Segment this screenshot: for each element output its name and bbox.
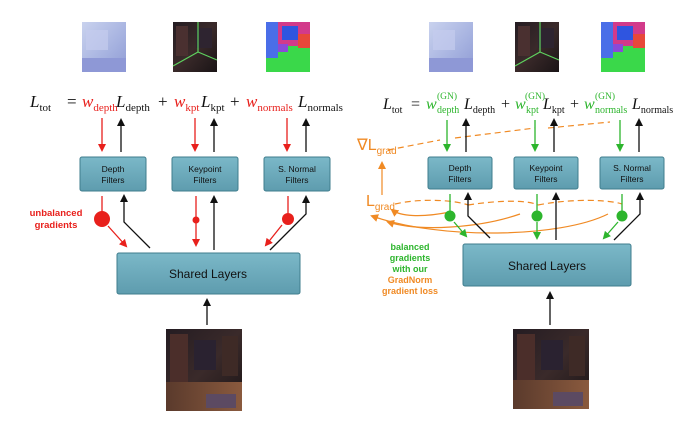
svg-text:Depth: Depth: [102, 164, 125, 174]
svg-text:=: =: [67, 92, 77, 111]
keypoint-map-image: [172, 22, 218, 72]
svg-text:Keypoint: Keypoint: [188, 164, 222, 174]
svg-text:S. Normal: S. Normal: [278, 164, 316, 174]
svg-text:Lnormals: Lnormals: [631, 96, 673, 116]
svg-text:Lkpt: Lkpt: [200, 92, 225, 114]
left-panel: Ltot = wdepth Ldepth + wkpt Lkpt + wnorm…: [29, 22, 343, 411]
grad-loss-gradient-label: ∇Lgrad: [356, 137, 397, 157]
right-surface-normals-image: [601, 22, 645, 72]
svg-text:Ldepth: Ldepth: [115, 92, 150, 114]
gradnorm-loss-connections: [370, 121, 623, 234]
right-keypoint-map-image: [514, 22, 560, 72]
right-shared-layers-box: Shared Layers: [462, 243, 632, 287]
right-depth-map-image: [429, 22, 473, 72]
left-upper-arrows: [98, 118, 310, 152]
svg-text:w: w: [515, 96, 526, 113]
svg-text:+: +: [230, 92, 240, 111]
svg-text:Shared Layers: Shared Layers: [169, 267, 247, 281]
svg-text:Ldepth: Ldepth: [463, 96, 495, 116]
right-lower-arrows: [444, 192, 644, 241]
svg-text:gradients: gradients: [390, 253, 431, 263]
svg-text:(GN): (GN): [437, 91, 457, 102]
svg-text:Filters: Filters: [448, 174, 471, 184]
svg-text:(GN): (GN): [595, 91, 615, 102]
svg-text:gradient loss: gradient loss: [382, 286, 438, 296]
svg-text:S. Normal: S. Normal: [613, 163, 651, 173]
svg-text:gradients: gradients: [35, 220, 78, 231]
svg-text:balanced: balanced: [390, 242, 429, 252]
left-input-image: [166, 329, 242, 411]
svg-text:Depth: Depth: [449, 163, 472, 173]
left-shared-layers-box: Shared Layers: [116, 252, 301, 295]
left-lower-arrows: [94, 194, 310, 251]
svg-text:+: +: [501, 96, 510, 113]
svg-text:+: +: [570, 96, 579, 113]
svg-text:unbalanced: unbalanced: [30, 208, 83, 219]
svg-text:∇Lgrad: ∇Lgrad: [356, 137, 397, 157]
right-input-image: [513, 329, 589, 409]
depth-map-image: [82, 22, 126, 72]
svg-text:w: w: [426, 96, 437, 113]
svg-text:Lgrad: Lgrad: [366, 193, 395, 213]
svg-text:Lkpt: Lkpt: [542, 96, 565, 116]
svg-text:Shared Layers: Shared Layers: [508, 259, 586, 273]
balanced-gradient-dot: [616, 210, 628, 222]
svg-text:kpt: kpt: [526, 105, 539, 116]
svg-text:Filters: Filters: [101, 175, 124, 185]
right-depth-filters-box: Depth Filters: [427, 156, 493, 190]
balanced-gradient-dot: [444, 210, 456, 222]
svg-text:w: w: [584, 96, 595, 113]
right-keypoint-filters-box: Keypoint Filters: [513, 156, 579, 190]
svg-text:Filters: Filters: [620, 174, 643, 184]
svg-text:wkpt: wkpt: [174, 92, 199, 114]
left-keypoint-filters-box: Keypoint Filters: [171, 156, 239, 192]
balanced-gradients-label: balanced gradients with our GradNorm gra…: [382, 242, 438, 296]
right-loss-equation: Ltot = w (GN) depth Ldepth + w (GN) kpt …: [382, 91, 673, 116]
right-panel: Ltot = w (GN) depth Ldepth + w (GN) kpt …: [356, 22, 673, 409]
svg-text:normals: normals: [595, 105, 627, 116]
svg-text:wdepth: wdepth: [82, 92, 118, 114]
left-normal-filters-box: S. Normal Filters: [263, 156, 331, 192]
svg-text:Filters: Filters: [534, 174, 557, 184]
small-gradient-dot: [192, 216, 200, 224]
grad-loss-label: Lgrad: [366, 193, 395, 213]
svg-text:Filters: Filters: [193, 175, 216, 185]
large-gradient-dot: [94, 211, 110, 227]
svg-text:Ltot: Ltot: [29, 92, 51, 114]
svg-text:Filters: Filters: [285, 175, 308, 185]
svg-text:Ltot: Ltot: [382, 96, 403, 116]
svg-text:with our: with our: [392, 264, 428, 274]
right-normal-filters-box: S. Normal Filters: [599, 156, 665, 190]
svg-text:+: +: [158, 92, 168, 111]
unbalanced-gradients-label: unbalanced gradients: [30, 208, 83, 231]
medium-gradient-dot: [282, 213, 294, 225]
svg-text:Keypoint: Keypoint: [529, 163, 563, 173]
left-depth-filters-box: Depth Filters: [79, 156, 147, 192]
surface-normals-image: [266, 22, 310, 72]
svg-text:Lnormals: Lnormals: [297, 92, 343, 114]
right-upper-arrows: [443, 118, 643, 152]
svg-text:(GN): (GN): [525, 91, 545, 102]
left-loss-equation: Ltot = wdepth Ldepth + wkpt Lkpt + wnorm…: [29, 92, 343, 114]
svg-text:wnormals: wnormals: [246, 92, 293, 114]
svg-text:=: =: [411, 96, 420, 113]
balanced-gradient-dot: [531, 210, 543, 222]
svg-text:depth: depth: [437, 105, 459, 116]
svg-text:GradNorm: GradNorm: [388, 275, 433, 285]
